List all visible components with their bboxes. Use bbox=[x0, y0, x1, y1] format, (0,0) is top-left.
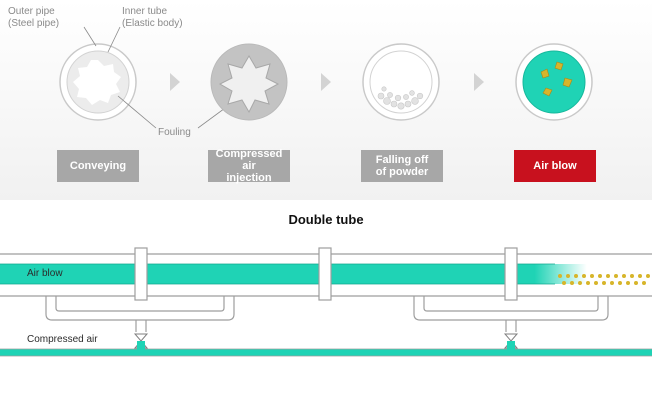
arrow-icon bbox=[170, 73, 180, 91]
outer-pipe-callout: Outer pipe (Steel pipe) bbox=[8, 6, 60, 29]
cross-section-compressed-air bbox=[210, 43, 288, 121]
double-tube-system bbox=[0, 247, 652, 357]
inner-tube-leader bbox=[107, 26, 121, 53]
step-label-falling-powder: Falling off of powder bbox=[361, 150, 443, 182]
arrow-icon bbox=[321, 73, 331, 91]
cross-section-conveying bbox=[59, 43, 137, 121]
cross-section-air-blow bbox=[515, 43, 593, 121]
inner-tube-callout: Inner tube (Elastic body) bbox=[122, 6, 183, 29]
step-label-air-blow: Air blow bbox=[514, 150, 596, 182]
compressed-air-pipe-label: Compressed air bbox=[27, 334, 98, 345]
step-label-conveying: Conveying bbox=[57, 150, 139, 182]
outer-pipe-leader bbox=[83, 26, 97, 47]
fouling-leader-1 bbox=[117, 95, 157, 129]
cross-section-falling-powder bbox=[362, 43, 440, 121]
arrow-icon bbox=[474, 73, 484, 91]
air-blow-pipe-label: Air blow bbox=[27, 268, 63, 279]
step-label-compressed-air: Compressed air injection bbox=[208, 148, 290, 184]
section-title: Double tube bbox=[288, 212, 364, 227]
fouling-callout: Fouling bbox=[158, 127, 191, 138]
powder-particles bbox=[558, 274, 650, 285]
